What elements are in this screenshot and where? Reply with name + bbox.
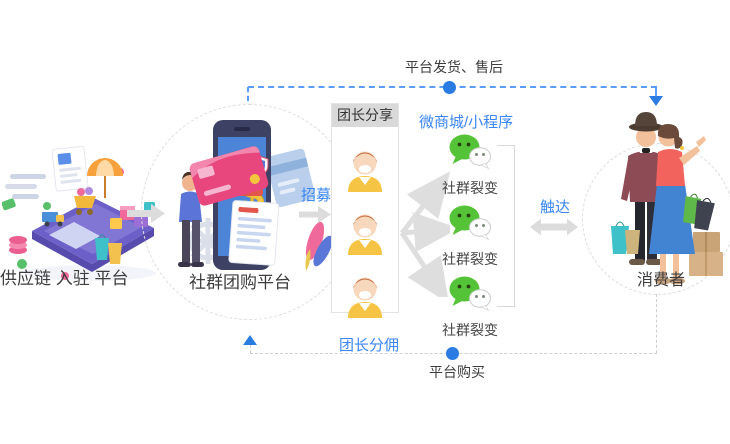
wechat-node-2: 社群裂变 bbox=[430, 204, 510, 269]
arrow-down-to-consumer-icon bbox=[649, 96, 663, 106]
leader-avatar-icon bbox=[348, 214, 382, 255]
mini-program-header: 微商城/小程序 bbox=[419, 114, 514, 131]
top-flow-dot bbox=[443, 81, 456, 94]
purchase-label: 平台购买 bbox=[429, 364, 485, 380]
double-arrow-reach-icon bbox=[530, 218, 578, 236]
fission-label: 社群裂变 bbox=[442, 322, 498, 338]
leader-avatar-list bbox=[332, 127, 398, 318]
bottom-flow-left-connector bbox=[250, 345, 251, 353]
recruit-label: 招募 bbox=[301, 187, 332, 204]
top-flow-label: 平台发货、售后 bbox=[405, 59, 503, 75]
arrow-up-to-platform-icon bbox=[243, 335, 257, 345]
supply-chain-label: 供应链 入驻 平台 bbox=[0, 269, 129, 288]
group-bracket bbox=[497, 145, 515, 307]
consumer-illustration bbox=[611, 112, 723, 285]
leader-share-header: 团长分享 bbox=[332, 104, 398, 127]
platform-illustration: $ bbox=[178, 120, 331, 271]
fission-label: 社群裂变 bbox=[442, 251, 498, 267]
reach-label: 触达 bbox=[540, 199, 571, 216]
wechat-icon bbox=[449, 134, 491, 170]
fanout-arrows-icon bbox=[399, 171, 450, 297]
wechat-node-1: 社群裂变 bbox=[430, 133, 510, 198]
commission-label: 团长分佣 bbox=[339, 337, 400, 354]
arrow-platform-to-leaders-icon bbox=[299, 206, 331, 223]
fission-label: 社群裂变 bbox=[442, 180, 498, 196]
leader-avatar-icon bbox=[348, 277, 382, 318]
supply-chain-illustration bbox=[2, 146, 156, 281]
wechat-node-3: 社群裂变 bbox=[430, 275, 510, 340]
bottom-flow-right-connector bbox=[656, 294, 657, 353]
bottom-flow-dot bbox=[446, 347, 459, 360]
wechat-icon bbox=[449, 205, 491, 241]
wechat-icon bbox=[449, 276, 491, 312]
platform-label: 社群团购平台 bbox=[189, 273, 291, 292]
top-flow-right-connector bbox=[655, 87, 657, 97]
leader-share-box: 团长分享 bbox=[331, 103, 399, 318]
top-flow-left-connector bbox=[247, 87, 249, 101]
leader-avatar-icon bbox=[348, 151, 382, 192]
consumer-label: 消费者 bbox=[636, 272, 685, 289]
